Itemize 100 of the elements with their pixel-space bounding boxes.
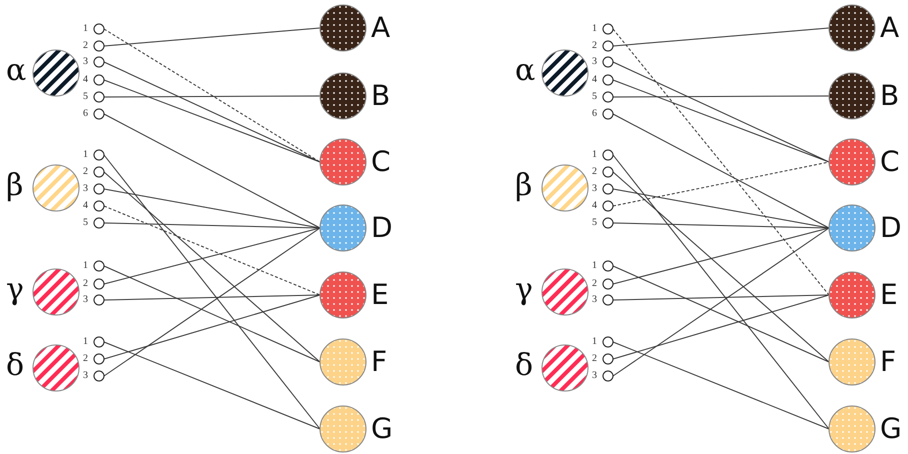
port-node bbox=[591, 353, 614, 365]
port-node bbox=[591, 336, 614, 348]
port-node bbox=[591, 294, 614, 306]
connector-line bbox=[612, 62, 830, 162]
connector-line bbox=[104, 80, 320, 162]
connector-line bbox=[104, 154, 320, 430]
port-node bbox=[82, 108, 105, 120]
group-label: δ bbox=[6, 347, 24, 385]
port-number: 3 bbox=[83, 294, 88, 306]
target-label: D bbox=[371, 210, 393, 246]
target-label: F bbox=[880, 344, 896, 380]
connector-line bbox=[104, 294, 320, 360]
port-node bbox=[82, 74, 105, 86]
connector-line bbox=[612, 222, 830, 228]
port-number: 2 bbox=[592, 278, 597, 290]
port-node bbox=[591, 149, 614, 161]
target-label: C bbox=[880, 144, 900, 180]
port-number: 1 bbox=[592, 260, 597, 272]
port-number: 1 bbox=[592, 149, 597, 161]
connector-line bbox=[104, 228, 320, 376]
port-node bbox=[591, 200, 614, 212]
connector-line bbox=[612, 266, 830, 362]
connector-line bbox=[612, 154, 830, 430]
port-node bbox=[591, 260, 614, 272]
port-number: 1 bbox=[83, 260, 88, 272]
connector-line bbox=[612, 188, 830, 228]
port-number: 3 bbox=[592, 183, 597, 195]
port-node bbox=[82, 149, 105, 161]
connector-line bbox=[612, 228, 830, 376]
port-number: 2 bbox=[592, 353, 597, 365]
port-node bbox=[82, 166, 105, 178]
port-number: 3 bbox=[83, 183, 88, 195]
connector-line bbox=[612, 172, 830, 362]
connector-line bbox=[612, 28, 830, 296]
target-label: D bbox=[880, 210, 902, 246]
port-number: 2 bbox=[592, 40, 597, 52]
port-node bbox=[591, 217, 614, 229]
port-node bbox=[591, 370, 614, 382]
port-number: 5 bbox=[83, 91, 88, 103]
target-label: E bbox=[880, 277, 898, 313]
port-number: 5 bbox=[592, 91, 597, 103]
port-node bbox=[591, 74, 614, 86]
port-number: 3 bbox=[592, 370, 597, 382]
port-number: 3 bbox=[592, 294, 597, 306]
connector-line bbox=[104, 62, 320, 162]
target-label: B bbox=[880, 78, 900, 114]
group-label: β bbox=[515, 167, 532, 205]
port-node bbox=[82, 91, 105, 103]
connector-line bbox=[104, 228, 320, 284]
port-node bbox=[82, 260, 105, 272]
connector-line bbox=[104, 206, 320, 296]
group-label: β bbox=[6, 167, 24, 205]
port-number: 1 bbox=[592, 23, 597, 35]
port-number: 4 bbox=[592, 200, 597, 212]
group-node bbox=[4, 268, 80, 316]
port-number: 6 bbox=[83, 108, 88, 120]
port-node bbox=[82, 56, 105, 68]
connector-line bbox=[104, 28, 320, 162]
port-node bbox=[82, 40, 105, 52]
connector-line bbox=[104, 172, 320, 362]
connector-line bbox=[612, 342, 830, 430]
target-label: C bbox=[371, 144, 391, 180]
group-label: α bbox=[6, 52, 26, 90]
connector-line bbox=[104, 114, 320, 228]
connector-line bbox=[104, 266, 320, 362]
port-number: 4 bbox=[592, 74, 597, 86]
port-number: 4 bbox=[83, 74, 88, 86]
port-number: 1 bbox=[83, 336, 88, 348]
port-number: 2 bbox=[83, 166, 88, 178]
port-number: 2 bbox=[592, 166, 597, 178]
port-number: 3 bbox=[83, 370, 88, 382]
target-label: A bbox=[880, 10, 900, 46]
group-label: γ bbox=[6, 271, 24, 309]
group-node bbox=[513, 268, 589, 316]
port-number: 2 bbox=[83, 278, 88, 290]
port-node bbox=[82, 353, 105, 365]
target-label: B bbox=[371, 78, 390, 114]
connector-line bbox=[104, 96, 320, 98]
target-label: G bbox=[880, 411, 902, 447]
target-label: G bbox=[371, 411, 393, 447]
port-number: 2 bbox=[83, 40, 88, 52]
port-node bbox=[82, 370, 105, 382]
port-number: 1 bbox=[83, 149, 88, 161]
connector-line bbox=[612, 294, 830, 300]
port-node bbox=[591, 108, 614, 120]
connector-line bbox=[612, 294, 830, 360]
target-label: E bbox=[371, 277, 389, 313]
connector-line bbox=[612, 80, 830, 162]
port-number: 5 bbox=[592, 217, 597, 229]
port-node bbox=[82, 278, 105, 290]
connector-line bbox=[104, 222, 320, 228]
connector-line bbox=[104, 188, 320, 228]
port-node bbox=[82, 336, 105, 348]
port-number: 1 bbox=[592, 336, 597, 348]
connector-line bbox=[104, 294, 320, 300]
connector-line bbox=[104, 342, 320, 430]
connector-line bbox=[612, 28, 830, 46]
group-label: α bbox=[515, 52, 536, 90]
port-number: 1 bbox=[83, 23, 88, 35]
port-node bbox=[591, 56, 614, 68]
